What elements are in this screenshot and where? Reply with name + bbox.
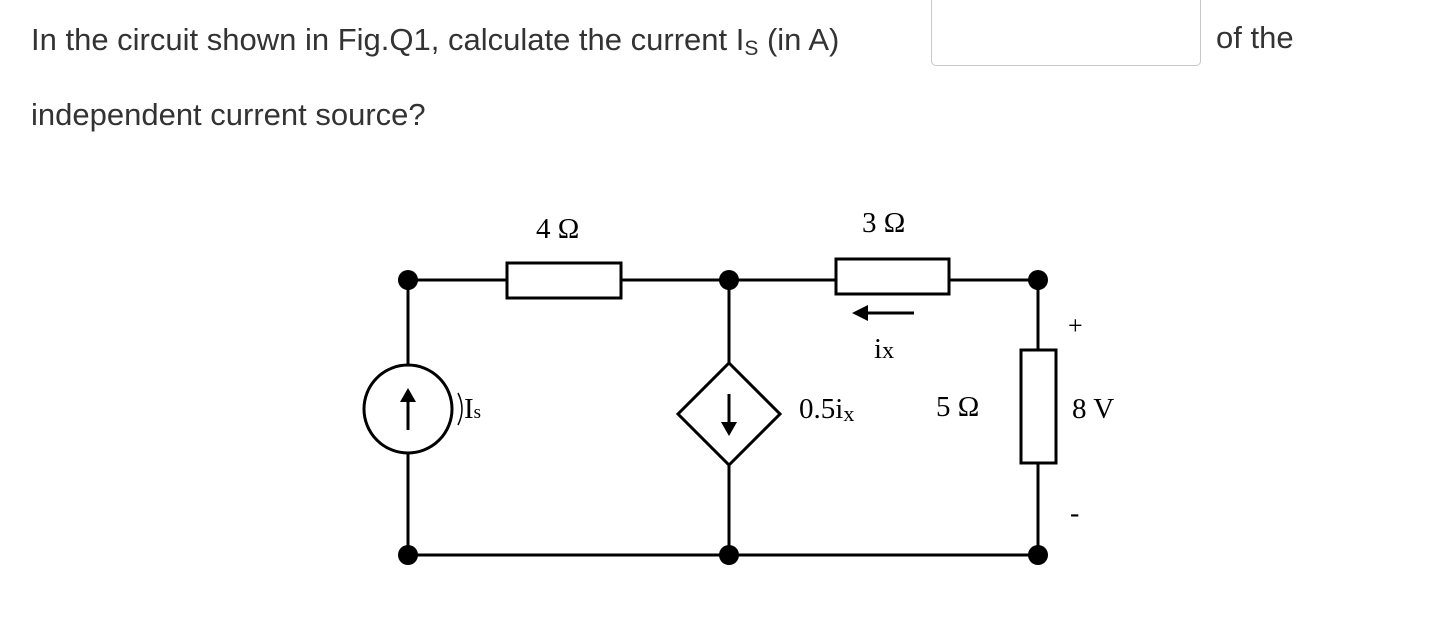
dep-source-label: 0.5ix <box>799 393 854 426</box>
node-bottom-right <box>1028 545 1048 565</box>
voltage-plus-sign: + <box>1068 311 1083 340</box>
question-prefix: In the circuit shown in Fig.Q1, calculat… <box>31 22 745 57</box>
resistor-3-ohm-label: 3 Ω <box>862 207 905 239</box>
resistor-5-ohm-label: 5 Ω <box>936 391 979 423</box>
question-line-2: independent current source? <box>31 97 426 132</box>
dep-source-label-main: 0.5i <box>799 393 843 425</box>
node-top-left <box>398 270 418 290</box>
source-label-main: I <box>464 393 474 425</box>
dep-source-arrowhead-down-icon <box>721 422 737 436</box>
question-line-1: In the circuit shown in Fig.Q1, calculat… <box>31 22 840 60</box>
voltage-minus-sign: - <box>1070 498 1079 529</box>
node-top-right <box>1028 270 1048 290</box>
question-after-box: of the <box>1216 20 1294 55</box>
node-bottom-left <box>398 545 418 565</box>
source-label-sub: s <box>474 402 481 423</box>
source-label: Is <box>464 393 481 425</box>
ix-label: ix <box>874 333 894 365</box>
ix-label-main: i <box>874 333 882 365</box>
ix-arrowhead-left-icon <box>852 305 868 321</box>
resistor-5-ohm <box>1019 348 1058 465</box>
resistor-4-ohm <box>505 261 623 300</box>
node-top-middle <box>719 270 739 290</box>
answer-input[interactable] <box>931 0 1201 66</box>
source-label-bracket <box>457 392 463 426</box>
resistor-3-ohm <box>834 257 951 296</box>
unit-suffix: (in A) <box>758 22 840 57</box>
current-subscript: S <box>744 37 759 60</box>
source-arrowhead-up-icon <box>400 388 416 402</box>
dep-source-label-sub: x <box>843 401 854 426</box>
node-bottom-middle <box>719 545 739 565</box>
voltage-label: 8 V <box>1072 393 1114 425</box>
ix-label-sub: x <box>882 338 894 364</box>
resistor-4-ohm-label: 4 Ω <box>536 213 579 245</box>
